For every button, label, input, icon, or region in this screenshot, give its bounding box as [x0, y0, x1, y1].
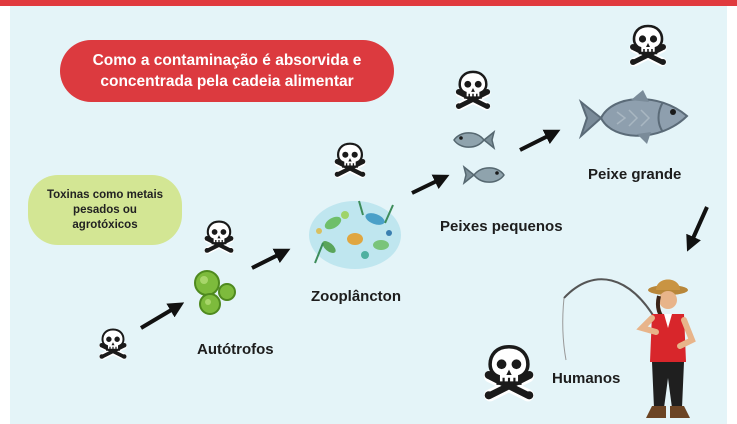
toxins-note-line-3: agrotóxicos — [72, 218, 138, 231]
top-accent-bar — [0, 0, 737, 6]
small-fish-icon — [453, 130, 496, 150]
zooplankton-icon — [309, 200, 401, 269]
label-peixes-pequenos: Peixes pequenos — [440, 218, 563, 235]
big-fish-icon — [578, 90, 689, 144]
label-humanos: Humanos — [552, 370, 621, 387]
small-fish-icon — [462, 165, 505, 185]
toxins-note-line-2: pesados ou — [73, 203, 137, 216]
toxins-note: Toxinas como metais pesados ou agrotóxic… — [28, 175, 182, 245]
title-line-1: Como a contaminação é absorvida e — [92, 52, 362, 69]
label-peixe-grande: Peixe grande — [588, 166, 682, 183]
title-banner: Como a contaminação é absorvida e concen… — [60, 40, 394, 102]
label-zooplancton: Zooplâncton — [311, 288, 401, 305]
toxins-note-line-1: Toxinas como metais — [46, 188, 164, 201]
title-line-2: concentrada pela cadeia alimentar — [100, 73, 354, 90]
algae-cells-icon — [194, 270, 236, 315]
label-autotrofos: Autótrofos — [197, 341, 274, 358]
fisherman-icon — [562, 278, 696, 418]
